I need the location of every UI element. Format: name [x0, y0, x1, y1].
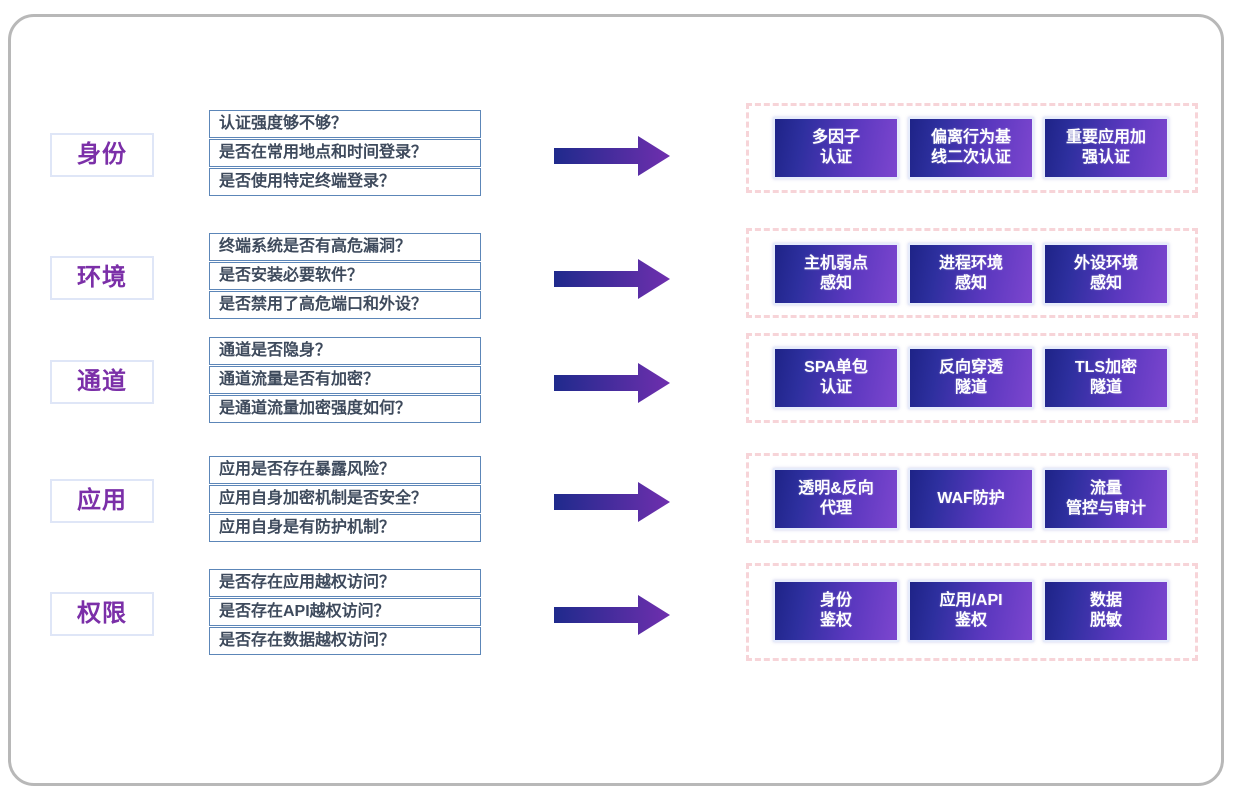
- capability-card[interactable]: 应用/API 鉴权: [908, 580, 1034, 642]
- capability-label: 主机弱点 感知: [803, 255, 868, 292]
- question-item[interactable]: 通道是否隐身？: [209, 337, 481, 365]
- capability-label: TLS加密 隧道: [1074, 359, 1138, 396]
- capability-group-channel: [746, 333, 1198, 423]
- capability-label: 流量 管控与审计: [1065, 480, 1146, 517]
- right-arrow-icon: [552, 360, 682, 406]
- question-item[interactable]: 是否存在API越权访问？: [209, 598, 481, 626]
- capability-card[interactable]: 流量 管控与审计: [1043, 468, 1169, 530]
- capability-label: 进程环境 感知: [938, 255, 1003, 292]
- capability-card[interactable]: SPA单包 认证: [773, 347, 899, 409]
- right-arrow-icon: [552, 479, 682, 525]
- question-text: 是否在常用地点和时间登录？: [219, 144, 428, 161]
- question-text: 通道流量是否有加密？: [219, 371, 380, 388]
- question-item[interactable]: 是否使用特定终端登录？: [209, 168, 481, 196]
- question-text: 是否使用特定终端登录？: [219, 173, 396, 190]
- right-arrow-icon: [552, 592, 682, 638]
- question-text: 是通道流量加密强度如何？: [219, 400, 412, 417]
- question-text: 通道是否隐身？: [219, 342, 332, 359]
- capability-label: 透明&反向 代理: [798, 480, 874, 517]
- question-list-environment: 终端系统是否有高危漏洞？ 是否安装必要软件？ 是否禁用了高危端口和外设？: [209, 233, 481, 320]
- capability-label: 反向穿透 隧道: [938, 359, 1003, 396]
- right-arrow-icon: [552, 133, 682, 179]
- category-box-environment[interactable]: 环境: [50, 256, 154, 300]
- capability-group-identity: [746, 103, 1198, 193]
- capability-card[interactable]: 主机弱点 感知: [773, 243, 899, 305]
- capability-card[interactable]: 多因子 认证: [773, 117, 899, 179]
- question-item[interactable]: 是否禁用了高危端口和外设？: [209, 291, 481, 319]
- category-label: 环境: [77, 264, 127, 291]
- capability-label: 身份 鉴权: [819, 592, 852, 629]
- capability-label: SPA单包 认证: [804, 359, 868, 396]
- capability-card[interactable]: 数据 脱敏: [1043, 580, 1169, 642]
- category-label: 权限: [77, 600, 127, 627]
- question-list-channel: 通道是否隐身？ 通道流量是否有加密？ 是通道流量加密强度如何？: [209, 337, 481, 424]
- category-label: 身份: [77, 141, 127, 168]
- capability-label: 外设环境 感知: [1073, 255, 1138, 292]
- capability-label: 多因子 认证: [811, 129, 860, 166]
- question-item[interactable]: 是否存在数据越权访问？: [209, 627, 481, 655]
- capability-label: 应用/API 鉴权: [939, 592, 1003, 629]
- capability-label: WAF防护: [937, 490, 1005, 507]
- capability-card[interactable]: 反向穿透 隧道: [908, 347, 1034, 409]
- question-text: 是否存在API越权访问？: [219, 603, 390, 620]
- question-item[interactable]: 认证强度够不够？: [209, 110, 481, 138]
- question-text: 应用是否存在暴露风险？: [219, 461, 396, 478]
- question-item[interactable]: 是否安装必要软件？: [209, 262, 481, 290]
- capability-card[interactable]: 身份 鉴权: [773, 580, 899, 642]
- question-item[interactable]: 应用自身是有防护机制？: [209, 514, 481, 542]
- question-list-identity: 认证强度够不够？ 是否在常用地点和时间登录？ 是否使用特定终端登录？: [209, 110, 481, 197]
- category-box-identity[interactable]: 身份: [50, 133, 154, 177]
- category-label: 通道: [77, 368, 127, 395]
- capability-group-application: [746, 453, 1198, 543]
- capability-card[interactable]: 外设环境 感知: [1043, 243, 1169, 305]
- question-text: 是否存在应用越权访问？: [219, 574, 396, 591]
- category-box-application[interactable]: 应用: [50, 479, 154, 523]
- capability-label: 重要应用加 强认证: [1065, 129, 1146, 166]
- question-text: 是否安装必要软件？: [219, 267, 364, 284]
- question-item[interactable]: 应用是否存在暴露风险？: [209, 456, 481, 484]
- question-list-privilege: 是否存在应用越权访问？ 是否存在API越权访问？ 是否存在数据越权访问？: [209, 569, 481, 656]
- right-arrow-icon: [552, 256, 682, 302]
- capability-card[interactable]: WAF防护: [908, 468, 1034, 530]
- question-list-application: 应用是否存在暴露风险？ 应用自身加密机制是否安全？ 应用自身是有防护机制？: [209, 456, 481, 543]
- capability-card[interactable]: 偏离行为基 线二次认证: [908, 117, 1034, 179]
- question-text: 认证强度够不够？: [219, 115, 348, 132]
- question-item[interactable]: 是否在常用地点和时间登录？: [209, 139, 481, 167]
- capability-group-privilege: [746, 563, 1198, 661]
- category-box-privilege[interactable]: 权限: [50, 592, 154, 636]
- question-item[interactable]: 是否存在应用越权访问？: [209, 569, 481, 597]
- question-text: 终端系统是否有高危漏洞？: [219, 238, 412, 255]
- capability-label: 偏离行为基 线二次认证: [930, 129, 1011, 166]
- capability-card[interactable]: TLS加密 隧道: [1043, 347, 1169, 409]
- capability-card[interactable]: 进程环境 感知: [908, 243, 1034, 305]
- capability-group-environment: [746, 228, 1198, 318]
- question-item[interactable]: 通道流量是否有加密？: [209, 366, 481, 394]
- question-item[interactable]: 是通道流量加密强度如何？: [209, 395, 481, 423]
- capability-card[interactable]: 透明&反向 代理: [773, 468, 899, 530]
- category-box-channel[interactable]: 通道: [50, 360, 154, 404]
- question-text: 是否禁用了高危端口和外设？: [219, 296, 428, 313]
- category-label: 应用: [77, 487, 127, 514]
- question-item[interactable]: 应用自身加密机制是否安全？: [209, 485, 481, 513]
- question-item[interactable]: 终端系统是否有高危漏洞？: [209, 233, 481, 261]
- question-text: 是否存在数据越权访问？: [219, 632, 396, 649]
- question-text: 应用自身加密机制是否安全？: [219, 490, 428, 507]
- capability-card[interactable]: 重要应用加 强认证: [1043, 117, 1169, 179]
- question-text: 应用自身是有防护机制？: [219, 519, 396, 536]
- capability-label: 数据 脱敏: [1089, 592, 1122, 629]
